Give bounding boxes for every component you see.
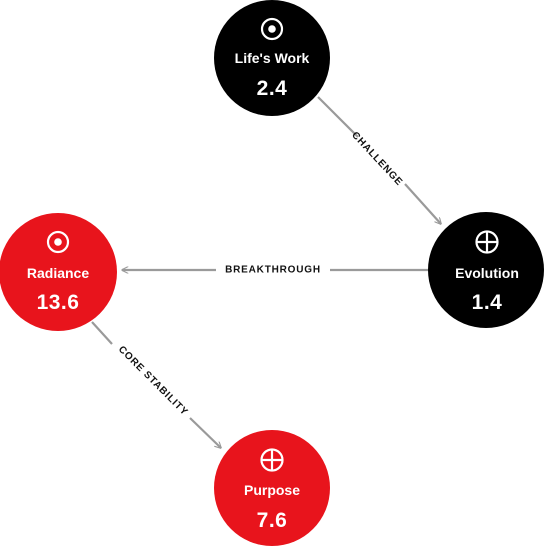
edge-arrow-challenge [404, 183, 441, 224]
circle-dot-icon [260, 17, 284, 41]
edge-label-breakthrough: BREAKTHROUGH [225, 265, 321, 276]
edge-arrow-core-stability [189, 417, 221, 448]
node-value: 2.4 [257, 77, 288, 100]
edge-label-challenge: CHALLENGE [349, 130, 404, 188]
node-evolution[interactable]: Evolution 1.4 [428, 212, 544, 328]
edge-core-stability: CORE STABILITY [91, 321, 221, 448]
edge-label-core-stability: CORE STABILITY [116, 344, 190, 418]
node-circle-purpose [214, 430, 330, 546]
circle-cross-icon [475, 230, 499, 254]
node-purpose[interactable]: Purpose 7.6 [214, 430, 330, 546]
edge-line-challenge [317, 96, 359, 138]
edge-challenge: CHALLENGE [317, 96, 441, 224]
node-value: 13.6 [37, 291, 80, 314]
node-circle-radiance [0, 213, 117, 331]
node-title: Purpose [244, 482, 300, 498]
edge-line-core-stability [91, 321, 113, 345]
node-title: Evolution [455, 265, 519, 281]
node-circle-lifes-work [214, 0, 330, 116]
node-value: 1.4 [472, 291, 503, 314]
circle-cross-icon [260, 448, 284, 472]
node-circle-evolution [428, 212, 544, 328]
node-lifes-work[interactable]: Life's Work 2.4 [214, 0, 330, 116]
node-title: Radiance [27, 265, 89, 281]
node-title: Life's Work [235, 50, 310, 66]
node-radiance[interactable]: Radiance 13.6 [0, 213, 117, 331]
edge-breakthrough: BREAKTHROUGH [122, 265, 428, 276]
node-value: 7.6 [257, 509, 288, 532]
circle-dot-icon [46, 230, 70, 254]
